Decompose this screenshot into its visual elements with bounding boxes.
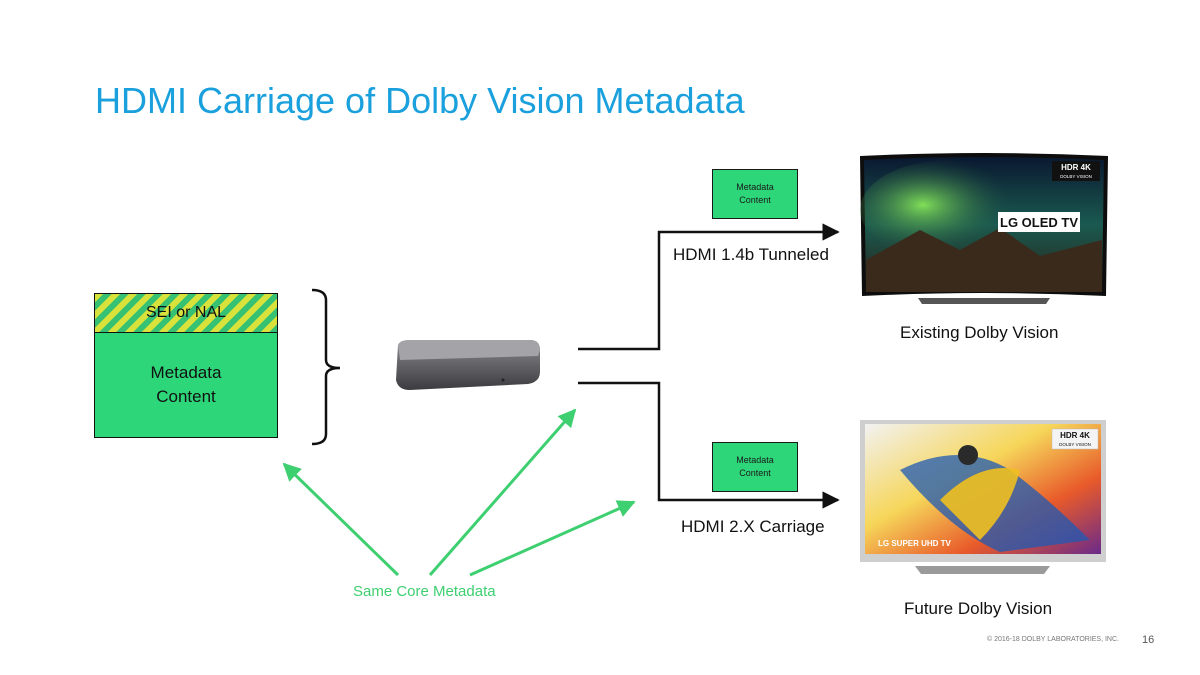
metadata-line2: Content <box>156 387 216 406</box>
hdmi-2x-label: HDMI 2.X Carriage <box>681 517 825 536</box>
green-arrow-to-box <box>428 408 577 576</box>
metadata-stack: SEI or NAL Metadata Content <box>94 293 278 438</box>
tv-bottom-brand: LG SUPER UHD TV <box>878 539 952 548</box>
hdmi-14b-arrow <box>578 223 840 351</box>
existing-dolby-vision-caption: Existing Dolby Vision <box>900 323 1059 342</box>
hdmi-14b-label: HDMI 1.4b Tunneled <box>673 245 829 264</box>
green-arrow-to-stack <box>282 462 400 577</box>
metadata-box-line2: Content <box>739 195 771 205</box>
same-core-metadata-label: Same Core Metadata <box>353 583 496 600</box>
green-arrow-to-carriage <box>469 500 636 577</box>
page-number: 16 <box>1142 634 1155 646</box>
super-uhd-tv-image: HDR 4K DOLBY VISION LG SUPER UHD TV <box>860 420 1106 574</box>
metadata-box-line1: Metadata <box>736 182 774 192</box>
tv-bottom-badge-hdr: HDR 4K <box>1060 431 1090 440</box>
metadata-box-line1: Metadata <box>736 455 774 465</box>
grouping-bracket <box>311 288 341 446</box>
sei-nal-band: SEI or NAL <box>95 294 277 333</box>
future-dolby-vision-caption: Future Dolby Vision <box>904 599 1053 618</box>
metadata-box-line2: Content <box>739 468 771 478</box>
tv-top-brand: LG OLED TV <box>1000 215 1078 230</box>
tv-bottom-badge-dv: DOLBY VISION <box>1059 442 1091 447</box>
hdmi-2x-arrow <box>578 381 840 509</box>
oled-tv-image: HDR 4K DOLBY VISION LG OLED TV <box>860 153 1108 304</box>
tv-top-badge-hdr: HDR 4K <box>1061 163 1091 172</box>
tv-top-badge-dv: DOLBY VISION <box>1060 174 1092 179</box>
metadata-line1: Metadata <box>150 363 222 382</box>
set-top-box-icon <box>396 340 540 390</box>
slide-title: HDMI Carriage of Dolby Vision Metadata <box>95 80 745 121</box>
metadata-content-block: Metadata Content <box>95 333 277 437</box>
copyright-footer: © 2016-18 DOLBY LABORATORIES, INC. <box>987 636 1119 643</box>
